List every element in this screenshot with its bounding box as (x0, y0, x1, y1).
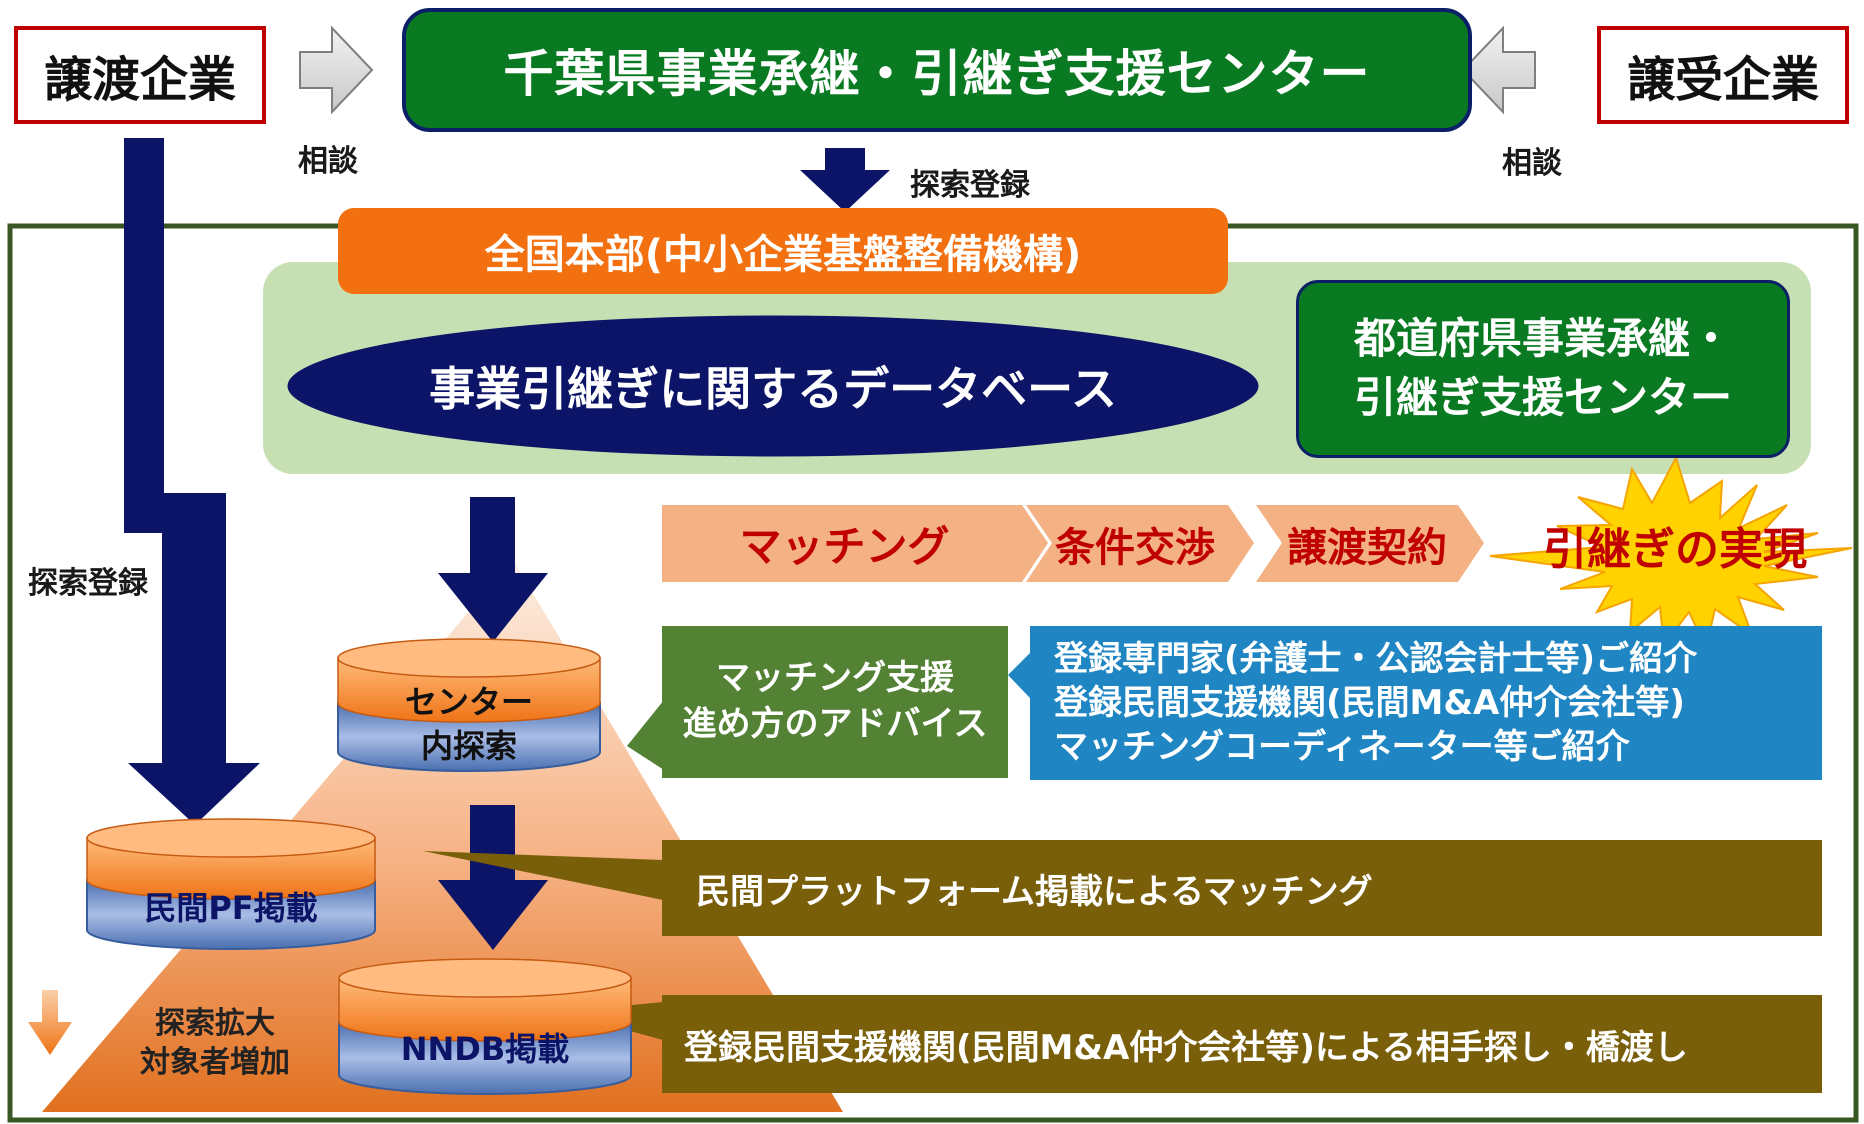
nndb-label: NNDB掲載 (400, 1030, 570, 1068)
cylinder-private-pf (86, 818, 376, 950)
register-arrow-top (800, 148, 890, 212)
matching-support-box: マッチング支援 進め方のアドバイス (662, 626, 1008, 778)
register-arrow-left (124, 138, 260, 825)
cylinder-center-search (337, 638, 601, 772)
down-arrow-lower (438, 805, 548, 950)
private-pf-description-box: 民間プラットフォーム掲載によるマッチング (662, 840, 1822, 936)
private-pf-description: 民間プラットフォーム掲載によるマッチング (696, 871, 1373, 912)
matching-support-line2: 進め方のアドバイス (682, 704, 988, 744)
nndb-description-box: 登録民間支援機関(民間M&A仲介会社等)による相手探し・橋渡し (662, 995, 1822, 1093)
callout-pointer-green (627, 700, 664, 770)
referral-line1: 登録専門家(弁護士・公認会計士等)ご紹介 (1054, 638, 1698, 679)
process-step-contract-shape (1256, 505, 1484, 582)
national-hq-title: 全国本部(中小企業基盤整備機構) (484, 232, 1082, 278)
matching-support-line1: マッチング支援 (716, 658, 954, 699)
referral-line2: 登録民間支援機関(民間M&A仲介会社等) (1054, 682, 1685, 723)
buyer-company-box: 譲受企業 (1597, 26, 1849, 124)
callout-pointer-blue (1008, 653, 1030, 698)
register-left-label: 探索登録 (28, 566, 148, 601)
process-step-negotiation-shape (1026, 505, 1254, 582)
referral-box: 登録専門家(弁護士・公認会計士等)ご紹介 登録民間支援機関(民間M&A仲介会社等… (1030, 626, 1822, 780)
chiba-center-title: 千葉県事業承継・引継ぎ支援センター (503, 45, 1371, 103)
callout-pointer-pf (423, 851, 663, 900)
process-step-matching: マッチング (739, 522, 950, 571)
seller-company-box: 譲渡企業 (14, 26, 266, 124)
buyer-company-label: 譲受企業 (1626, 52, 1819, 108)
national-hq-box: 全国本部(中小企業基盤整備機構) (338, 208, 1228, 294)
search-pyramid (42, 560, 843, 1112)
expand-note-line1: 探索拡大 (155, 1006, 275, 1041)
referral-line3: マッチングコーディネーター等ご紹介 (1054, 727, 1630, 768)
center-search-label-bottom: 内探索 (420, 727, 517, 765)
seller-company-label: 譲渡企業 (43, 52, 236, 108)
private-pf-label: 民間PF掲載 (144, 889, 318, 927)
database-title: 事業引継ぎに関するデータベース (429, 362, 1117, 416)
process-step-contract: 譲渡契約 (1287, 524, 1447, 571)
database-ellipse (284, 312, 1262, 460)
consult-arrow-left (299, 25, 374, 115)
prefectural-center-box: 都道府県事業承継・ 引継ぎ支援センター (1296, 280, 1790, 458)
consult-left-label: 相談 (298, 144, 358, 179)
process-step-negotiation: 条件交渉 (1055, 524, 1215, 571)
chiba-center-box: 千葉県事業承継・引継ぎ支援センター (402, 8, 1472, 132)
register-top-label: 探索登録 (910, 168, 1030, 203)
cylinder-nndb (338, 958, 632, 1095)
prefectural-center-line1: 都道府県事業承継・ (1353, 314, 1732, 364)
process-step-matching-shape (662, 505, 1048, 582)
nndb-description: 登録民間支援機関(民間M&A仲介会社等)による相手探し・橋渡し (684, 1027, 1688, 1068)
down-arrow-center (438, 497, 548, 642)
consult-arrow-right (1461, 25, 1536, 115)
consult-right-label: 相談 (1502, 146, 1562, 181)
expand-arrow (28, 990, 72, 1055)
process-result: 引継ぎの実現 (1543, 524, 1807, 575)
expand-note: 探索拡大 対象者増加 (120, 1004, 310, 1082)
prefectural-center-line2: 引継ぎ支援センター (1353, 373, 1732, 422)
center-search-label-top: センター (404, 683, 533, 721)
expand-note-line2: 対象者増加 (140, 1045, 290, 1080)
